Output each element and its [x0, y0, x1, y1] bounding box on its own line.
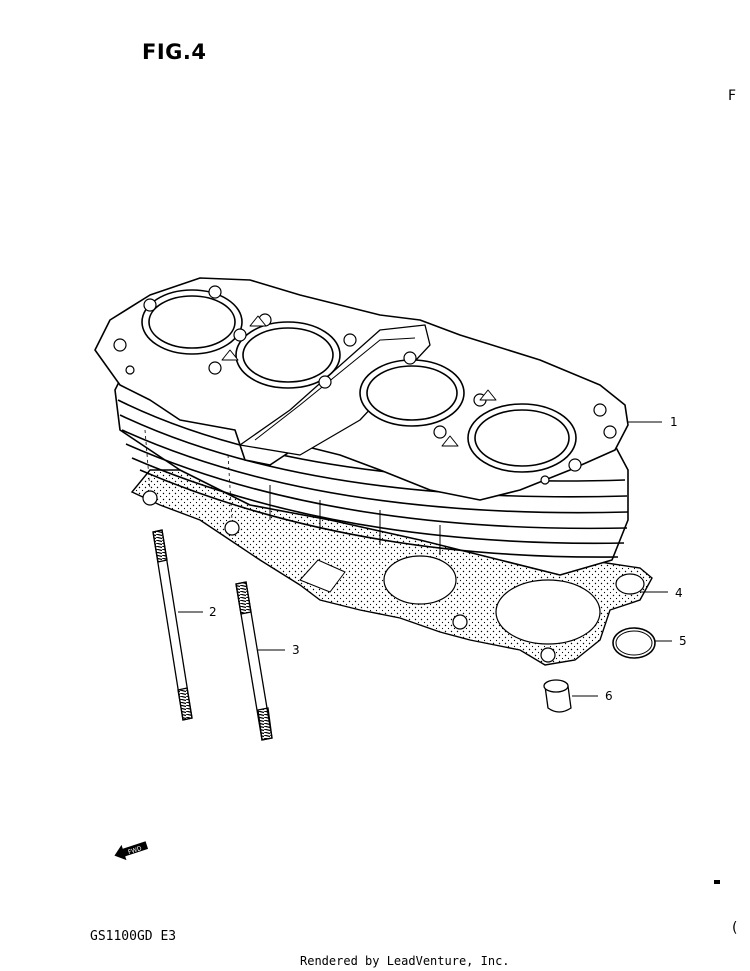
figure-title: FIG.4 [142, 40, 207, 64]
edge-mark-top: F [728, 88, 737, 104]
callout-5: 5 [679, 634, 687, 648]
model-code: GS1100GD E3 [90, 929, 177, 944]
callout-3: 3 [292, 643, 300, 657]
callout-1: 1 [670, 415, 678, 429]
callout-6: 6 [605, 689, 613, 703]
cylinder-bores [141, 289, 577, 473]
cylinder-block [94, 277, 629, 576]
cylinder-base-gasket [130, 469, 653, 666]
render-credit: Rendered by LeadVenture, Inc. [300, 954, 510, 968]
stud-short [235, 581, 273, 741]
callout-2: 2 [209, 605, 217, 619]
assembly-lines [144, 429, 233, 521]
leader-lines [178, 421, 672, 697]
callout-4: 4 [675, 586, 683, 600]
edge-mark-bottom: ( [732, 920, 738, 936]
fwd-arrow-icon: FWD [114, 841, 149, 861]
dowel-pin [543, 679, 572, 713]
o-ring [612, 627, 656, 659]
stud-long [152, 529, 193, 721]
fwd-label: FWD [127, 845, 143, 856]
